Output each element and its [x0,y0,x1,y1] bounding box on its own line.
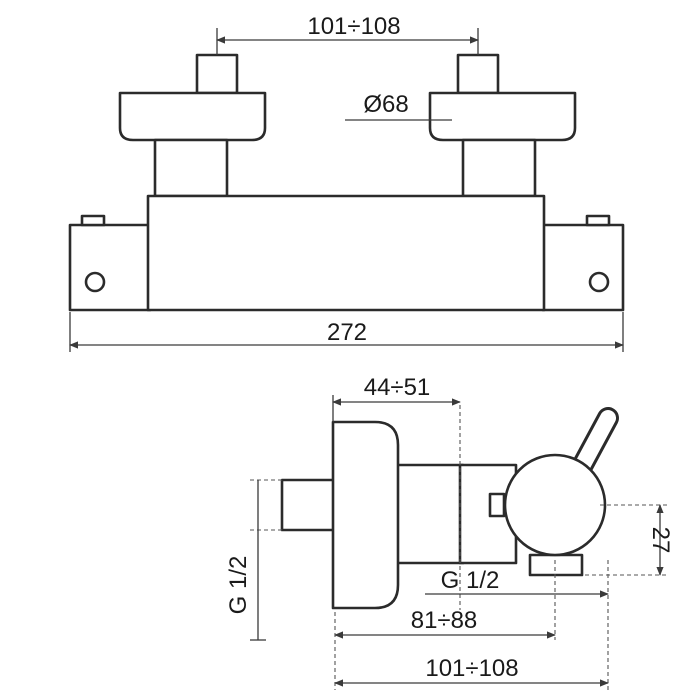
top-spacing-label: 101÷108 [307,13,400,40]
right-side-block [541,223,625,312]
outlet-thread-label: G 1/2 [441,567,500,594]
front-view: 101÷108 Ø68 272 [68,13,625,352]
left-mounting-hole [84,271,106,293]
left-handle-stem [195,53,239,95]
inlet-pipe [280,478,336,532]
right-handle [428,91,577,142]
diameter-label: Ø68 [363,91,408,118]
left-side-block [68,223,152,312]
knob-depth-label: 44÷51 [364,374,431,401]
right-handle-neck [461,138,537,198]
overall-length-label: 272 [327,319,367,346]
inlet-thread-label: G 1/2 [225,556,252,615]
wall-to-outlet-label: 81÷88 [411,607,478,634]
knob-profile [331,420,400,610]
side-button [488,492,506,518]
left-lug [80,214,106,227]
right-lug [585,214,611,227]
left-handle-neck [153,138,229,198]
right-mounting-hole [588,271,610,293]
outlet-offset-label: 27 [647,527,674,554]
right-handle-stem [456,53,500,95]
outlet-stub [528,553,584,577]
wall-to-body-label: 101÷108 [425,655,518,682]
left-handle [118,91,267,142]
side-view: 44÷51 27 G 1/2 G 1/2 81÷88 101÷108 [225,374,674,690]
body-tube [393,463,465,565]
mixer-body [146,194,546,312]
thermostat-dial [503,453,607,557]
lever [572,410,616,478]
